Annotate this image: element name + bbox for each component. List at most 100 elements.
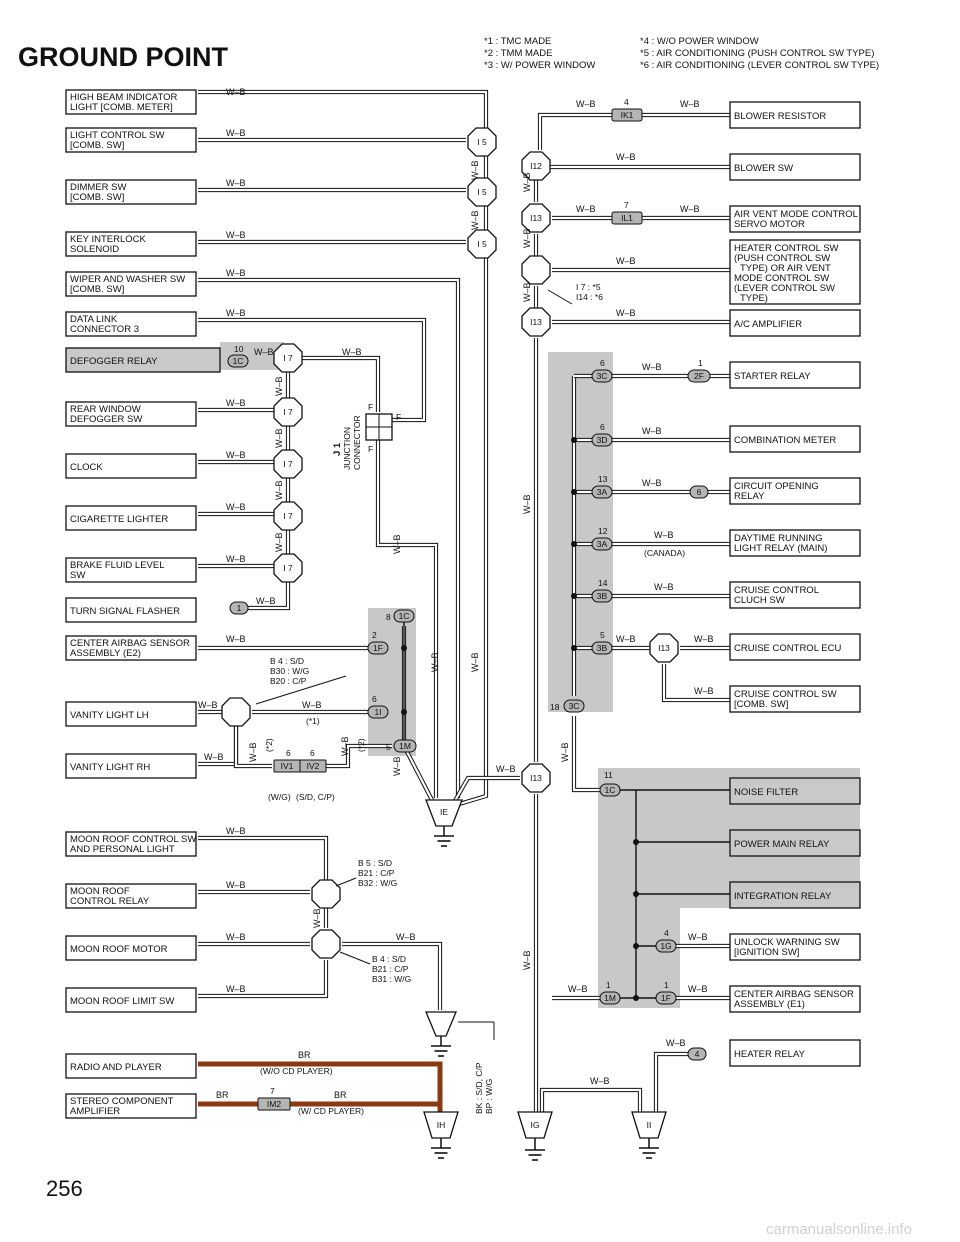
- junction-i7-a: I 7: [273, 343, 303, 373]
- junction-connector-j1: F F F J 1 JUNCTION CONNECTOR: [332, 402, 401, 470]
- junction-i5-a: I 5: [467, 127, 497, 157]
- svg-text:W–B: W–B: [666, 1038, 686, 1048]
- svg-text:W–B: W–B: [396, 932, 416, 942]
- svg-text:BRAKE FLUID LEVEL: BRAKE FLUID LEVEL: [70, 560, 165, 571]
- comp-wiper-washer-sw: WIPER AND WASHER SW [COMB. SW]: [65, 271, 197, 297]
- wire-labels: W–B W–B W–B W–B W–B W–B W–B W–B W–B W–B …: [198, 87, 714, 1100]
- svg-text:W–B: W–B: [254, 347, 274, 357]
- svg-text:1F: 1F: [373, 643, 383, 653]
- svg-text:W–B: W–B: [226, 398, 246, 408]
- svg-text:IH: IH: [437, 1120, 446, 1130]
- note-3: *3 : W/ POWER WINDOW: [484, 60, 595, 71]
- junction-moon-a: [311, 879, 341, 909]
- svg-text:11: 11: [604, 770, 613, 780]
- conn-1f-right: 1F: [655, 991, 677, 1005]
- conn-3a-b: 3A: [591, 537, 613, 551]
- svg-text:II: II: [647, 1120, 652, 1130]
- conn-1f-left: 1F: [367, 641, 389, 655]
- conn-2f: 2F: [687, 369, 711, 383]
- svg-text:1M: 1M: [604, 993, 616, 1003]
- svg-text:W–B: W–B: [392, 756, 402, 776]
- svg-text:W–B: W–B: [470, 210, 480, 230]
- svg-text:AMPLIFIER: AMPLIFIER: [70, 1106, 120, 1117]
- ground-ii: II: [631, 1111, 667, 1159]
- svg-text:1F: 1F: [661, 993, 671, 1003]
- svg-text:J 1: J 1: [332, 442, 343, 456]
- svg-text:I14 : *6: I14 : *6: [576, 292, 603, 302]
- svg-text:W–B: W–B: [694, 634, 714, 644]
- svg-text:W–B: W–B: [204, 752, 224, 762]
- junction-i7-e: I 7: [273, 553, 303, 583]
- svg-text:B21 : C/P: B21 : C/P: [358, 868, 395, 878]
- svg-text:JUNCTION: JUNCTION: [342, 427, 352, 470]
- bus-right: [552, 789, 732, 1001]
- comp-blower-sw: BLOWER SW: [729, 153, 861, 181]
- svg-text:I 7 : *5: I 7 : *5: [576, 282, 601, 292]
- svg-text:W–B: W–B: [688, 932, 708, 942]
- svg-text:W–B: W–B: [256, 596, 276, 606]
- svg-text:I13: I13: [530, 213, 542, 223]
- svg-text:W–B: W–B: [274, 480, 284, 500]
- junction-moon-b: [311, 929, 341, 959]
- comp-clock: CLOCK: [65, 453, 197, 479]
- svg-text:12: 12: [598, 526, 608, 536]
- conn-1g: 1G: [655, 939, 677, 953]
- svg-text:W–B: W–B: [654, 530, 674, 540]
- conn-1-turn: 1: [229, 601, 249, 615]
- svg-text:W–B: W–B: [226, 880, 246, 890]
- svg-text:W–B: W–B: [274, 376, 284, 396]
- svg-text:CONNECTOR: CONNECTOR: [352, 415, 362, 470]
- svg-text:1C: 1C: [605, 785, 616, 795]
- svg-text:1: 1: [698, 358, 703, 368]
- wires-br: [198, 1061, 443, 1112]
- svg-text:(W/G): (W/G): [268, 792, 291, 802]
- svg-text:W–B: W–B: [226, 634, 246, 644]
- svg-text:DAYTIME RUNNING: DAYTIME RUNNING: [734, 533, 823, 544]
- comp-light-control-sw: LIGHT CONTROL SW [COMB. SW]: [65, 127, 197, 153]
- comp-moon-roof-limit-sw: MOON ROOF LIMIT SW: [65, 987, 197, 1013]
- left-components: HIGH BEAM INDICATOR LIGHT [COMB. METER] …: [65, 89, 221, 1119]
- comp-moon-roof-control-relay: MOON ROOF CONTROL RELAY: [65, 883, 197, 909]
- conn-1i-left: 1I: [367, 705, 389, 719]
- junction-i13-a: I13: [521, 203, 551, 233]
- conn-3a-a: 3A: [591, 485, 613, 499]
- svg-text:1M: 1M: [399, 741, 411, 751]
- svg-text:1I: 1I: [374, 707, 381, 717]
- svg-text:W–B: W–B: [226, 268, 246, 278]
- svg-text:CLUCH SW: CLUCH SW: [734, 595, 785, 606]
- svg-text:14: 14: [598, 578, 608, 588]
- svg-text:W–B: W–B: [226, 932, 246, 942]
- junction-i5-b: I 5: [467, 177, 497, 207]
- svg-text:COMBINATION METER: COMBINATION METER: [734, 435, 836, 446]
- svg-text:LIGHT RELAY (MAIN): LIGHT RELAY (MAIN): [734, 543, 827, 554]
- svg-text:IK1: IK1: [621, 110, 634, 120]
- svg-text:BLOWER RESISTOR: BLOWER RESISTOR: [734, 111, 826, 122]
- junction-i12: I12: [521, 151, 551, 181]
- svg-text:[COMB. SW]: [COMB. SW]: [70, 140, 124, 151]
- svg-text:6: 6: [286, 748, 291, 758]
- comp-air-vent-mode-servo: AIR VENT MODE CONTROL SERVO MOTOR: [729, 205, 861, 233]
- svg-text:TURN SIGNAL FLASHER: TURN SIGNAL FLASHER: [70, 606, 180, 617]
- svg-text:B32 : W/G: B32 : W/G: [358, 878, 397, 888]
- svg-text:BR: BR: [334, 1090, 347, 1100]
- svg-text:(*2): (*2): [356, 738, 366, 752]
- svg-text:RADIO AND PLAYER: RADIO AND PLAYER: [70, 1062, 162, 1073]
- svg-text:B 4 : S/D: B 4 : S/D: [372, 954, 406, 964]
- comp-starter-relay: STARTER RELAY: [729, 361, 861, 389]
- comp-unlock-warning-sw: UNLOCK WARNING SW [IGNITION SW]: [729, 933, 861, 961]
- comp-dimmer-sw: DIMMER SW [COMB. SW]: [65, 179, 197, 205]
- svg-text:(*2): (*2): [264, 738, 274, 752]
- svg-text:STARTER RELAY: STARTER RELAY: [734, 371, 811, 382]
- svg-text:W–B: W–B: [576, 99, 596, 109]
- svg-text:1: 1: [237, 603, 242, 613]
- svg-text:W–B: W–B: [226, 984, 246, 994]
- watermark: carmanualsonline.info: [766, 1221, 912, 1238]
- svg-text:10: 10: [234, 344, 244, 354]
- svg-text:W–B: W–B: [248, 742, 258, 762]
- svg-text:RELAY: RELAY: [734, 491, 765, 502]
- svg-text:CONTROL RELAY: CONTROL RELAY: [70, 896, 150, 907]
- svg-text:[COMB. SW]: [COMB. SW]: [70, 284, 124, 295]
- svg-text:6: 6: [697, 487, 702, 497]
- junction-i13-c: I13: [521, 763, 551, 793]
